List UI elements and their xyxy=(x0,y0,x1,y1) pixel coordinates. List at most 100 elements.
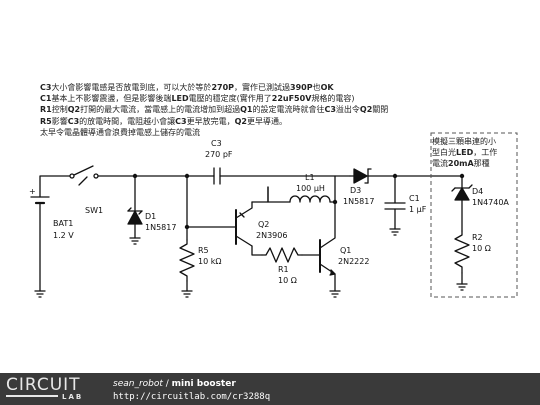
note-text: 模擬三顆串連的小 xyxy=(432,137,496,146)
led-model-box xyxy=(430,132,518,298)
note-text: 溢出令 xyxy=(335,105,360,115)
note-text: ，實作已測試過 xyxy=(234,83,290,92)
note-keyword: Q2 xyxy=(67,105,81,115)
byline: sean_robot / mini booster xyxy=(113,379,236,389)
note-text: ，工作 xyxy=(473,148,498,157)
led-note-line: 模擬三顆串連的小 xyxy=(432,136,514,147)
q2-value: 2N3906 xyxy=(256,231,287,240)
bat1-value: 1.2 V xyxy=(53,231,74,240)
note-line: 太早令電晶體導通會浪費掉電感上儲存的電流 xyxy=(40,127,440,138)
note-keyword: C3 xyxy=(175,116,187,126)
circuit-url[interactable]: http://circuitlab.com/cr3288q xyxy=(113,392,271,402)
c1-value: 1 µF xyxy=(409,205,427,214)
note-keyword: OK xyxy=(320,83,334,92)
footer-bar: CIRCUIT LAB sean_robot / mini booster ht… xyxy=(0,373,540,405)
d4-value: 1N4740A xyxy=(472,198,509,207)
note-line: R5影響C3的放電時間，電阻越小會讓C3更早放完電，Q2更早導通。 xyxy=(40,116,440,127)
note-line: C1基本上不影響震盪，但是影響後端LED電壓的穩定度(實作用了22uF50V規格… xyxy=(40,93,440,104)
q1-value: 2N2222 xyxy=(338,257,369,266)
note-text: 關閉 xyxy=(372,105,389,115)
d1-value: 1N5817 xyxy=(145,223,176,232)
d4-ref: D4 xyxy=(472,187,483,196)
r5-value: 10 kΩ xyxy=(198,257,221,266)
note-text: 那種 xyxy=(473,159,490,168)
byline-separator: / xyxy=(162,379,172,389)
note-text: 的放電時間，電阻越小會讓 xyxy=(79,116,176,126)
note-text: 太早令電晶體導通會浪費掉電感上儲存的電流 xyxy=(40,127,200,137)
wire-top-right xyxy=(367,175,463,189)
note-keyword: 22uF50V xyxy=(271,94,312,104)
bat1-ref: BAT1 xyxy=(53,219,73,228)
c3-ref: C3 xyxy=(211,139,222,148)
d3-value: 1N5817 xyxy=(343,197,374,206)
note-text: 電壓的穩定度( xyxy=(188,94,240,104)
battery-bat1 xyxy=(30,196,50,205)
note-text: 型白光 xyxy=(432,148,456,157)
note-keyword: 270P xyxy=(211,83,234,92)
switch-sw1 xyxy=(69,165,99,186)
d3-ref: D3 xyxy=(350,186,361,195)
resistor-r2 xyxy=(454,230,470,274)
note-keyword: C1 xyxy=(40,94,52,104)
note-keyword: C3 xyxy=(40,83,52,92)
note-text: 基本上不影響震盪，但是影響後端 xyxy=(51,94,172,104)
d1-ref: D1 xyxy=(145,212,156,221)
q2-ref: Q2 xyxy=(258,220,269,229)
note-keyword: LED xyxy=(171,94,189,104)
resistor-r1 xyxy=(261,247,303,263)
l1-value: 100 µH xyxy=(296,184,325,193)
note-keyword: 20mA xyxy=(448,159,474,168)
capacitor-c1 xyxy=(384,202,406,210)
design-notes: C3大小會影響電感是否放電到底，可以大於等於270P，實作已測試過390P也OK… xyxy=(40,82,440,138)
note-text: 大小會影響電感是否放電到底，可以大於等於 xyxy=(51,83,212,92)
note-text: 的設定電流時就會往 xyxy=(252,105,325,115)
note-keyword: R5 xyxy=(40,116,52,126)
r2-value: 10 Ω xyxy=(472,244,491,253)
circuit-schematic: + BAT1 1.2 V SW1 D1 1N5817 C3 270 pF L1 … xyxy=(29,132,518,298)
c3-value: 270 pF xyxy=(205,150,233,159)
l1-ref: L1 xyxy=(305,173,315,182)
transistor-q1 xyxy=(319,201,336,292)
led-note-line: 電流20mA那種 xyxy=(432,158,514,169)
logo-rule xyxy=(6,395,58,397)
r1-value: 10 Ω xyxy=(278,276,297,285)
note-text: 更早導通。 xyxy=(246,116,287,126)
note-keyword: LED xyxy=(456,148,474,157)
note-keyword: 390P xyxy=(290,83,313,92)
inductor-l1 xyxy=(289,195,331,203)
battery-plus-sign: + xyxy=(29,187,36,196)
circuitlab-logo-lab: LAB xyxy=(62,393,84,401)
junction-dots xyxy=(132,173,465,230)
circuit-title[interactable]: mini booster xyxy=(171,379,236,389)
note-keyword: R1 xyxy=(40,105,52,115)
resistor-r5 xyxy=(179,239,195,282)
led-model-note: 模擬三顆串連的小型白光LED，工作電流20mA那種 xyxy=(432,136,514,169)
note-text: 規格的電容) xyxy=(311,94,355,104)
diode-d3 xyxy=(349,168,372,184)
note-text: 控制 xyxy=(51,105,68,115)
author-name[interactable]: sean_robot xyxy=(113,379,163,389)
note-line: R1控制Q2打開的最大電流，當電感上的電流增加到超過Q1的設定電流時就會往C3溢… xyxy=(40,104,440,115)
transistor-q2 xyxy=(235,201,253,247)
led-note-line: 型白光LED，工作 xyxy=(432,147,514,158)
note-text: 電流 xyxy=(432,159,448,168)
r2-ref: R2 xyxy=(472,233,483,242)
note-text: 更早放完電， xyxy=(186,116,235,126)
note-text: 實作用了 xyxy=(239,94,272,104)
r5-ref: R5 xyxy=(198,246,209,255)
q1-ref: Q1 xyxy=(340,246,351,255)
sw1-ref: SW1 xyxy=(85,206,103,215)
wire-top-left xyxy=(39,175,71,198)
c1-ref: C1 xyxy=(409,194,420,203)
circuitlab-logo[interactable]: CIRCUIT xyxy=(6,375,81,395)
note-keyword: Q2 xyxy=(234,116,247,126)
capacitor-c3 xyxy=(213,167,221,185)
note-text: 也 xyxy=(312,83,321,92)
r1-ref: R1 xyxy=(278,265,289,274)
note-text: 打開的最大電流，當電感上的電流增加到超過 xyxy=(80,105,241,115)
note-keyword: Q1 xyxy=(240,105,253,115)
note-keyword: C3 xyxy=(67,116,80,126)
note-keyword: C3 xyxy=(324,105,336,115)
note-keyword: Q2 xyxy=(359,105,373,115)
diode-d1 xyxy=(127,207,143,225)
